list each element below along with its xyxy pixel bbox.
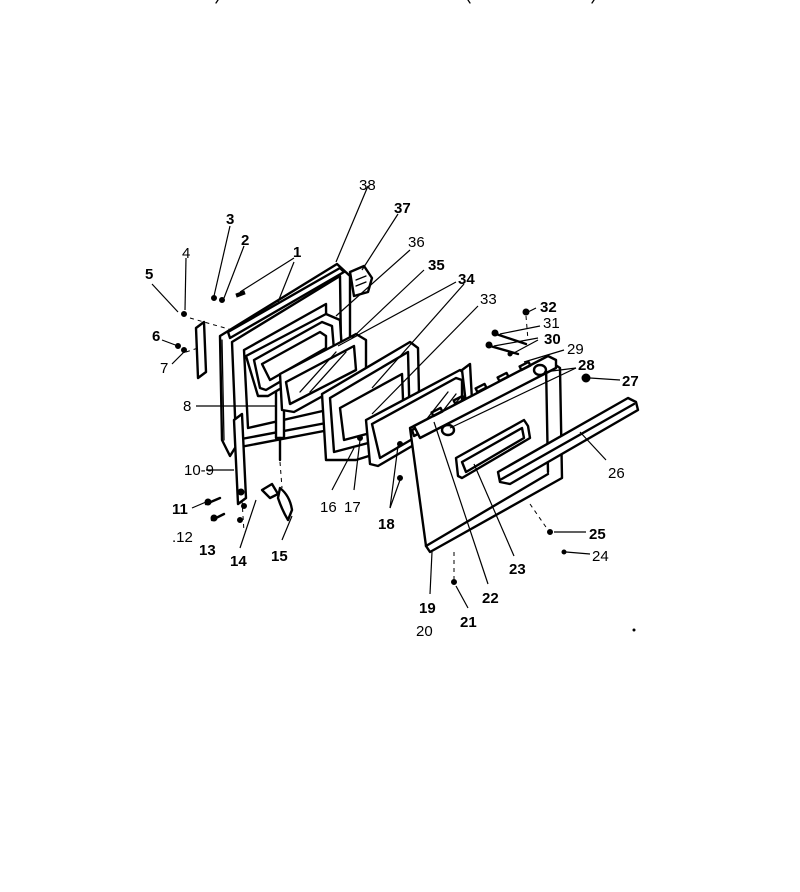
label-12: .12	[172, 529, 193, 546]
label-34: 34	[458, 271, 475, 288]
label-38: 38	[359, 177, 376, 194]
label-4: 4	[182, 245, 190, 262]
label-26: 26	[608, 465, 625, 482]
label-15: 15	[271, 548, 288, 565]
label-13: 13	[199, 542, 216, 559]
label-24: 24	[592, 548, 609, 565]
label-8: 8	[183, 398, 191, 415]
label-33: 33	[480, 291, 497, 308]
hardware-screws	[175, 290, 636, 632]
label-1: 1	[293, 244, 301, 261]
label-27: 27	[622, 373, 639, 390]
label-3: 3	[226, 211, 234, 228]
label-29: 29	[567, 341, 584, 358]
label-36: 36	[408, 234, 425, 251]
label-32: 32	[540, 299, 557, 316]
label-16: 16	[320, 499, 337, 516]
label-14: 14	[230, 553, 247, 570]
label-31: 31	[543, 315, 560, 332]
label-37: 37	[394, 200, 411, 217]
part-labels: 1 2 3 4 5 6 7 8 10-9 11 .12 13 14 15 16 …	[145, 177, 639, 640]
label-20: 20	[416, 623, 433, 640]
label-23: 23	[509, 561, 526, 578]
label-17: 17	[344, 499, 361, 516]
label-28: 28	[578, 357, 595, 374]
door-vent-trim	[412, 354, 558, 440]
label-35: 35	[428, 257, 445, 274]
label-21: 21	[460, 614, 477, 631]
label-19: 19	[419, 600, 436, 617]
assembly-centerlines	[185, 315, 549, 582]
bracket-37	[348, 264, 374, 298]
label-2: 2	[241, 232, 249, 249]
label-5: 5	[145, 266, 153, 283]
label-6: 6	[152, 328, 160, 345]
label-22: 22	[482, 590, 499, 607]
label-25: 25	[589, 526, 606, 543]
door-handle	[496, 396, 640, 486]
label-30: 30	[544, 331, 561, 348]
leader-lines	[151, 185, 621, 609]
label-11: 11	[172, 501, 188, 518]
label-18: 18	[378, 516, 395, 533]
label-10-9: 10-9	[184, 462, 214, 479]
label-7: 7	[160, 360, 168, 377]
scan-edge-marks	[215, 0, 595, 4]
